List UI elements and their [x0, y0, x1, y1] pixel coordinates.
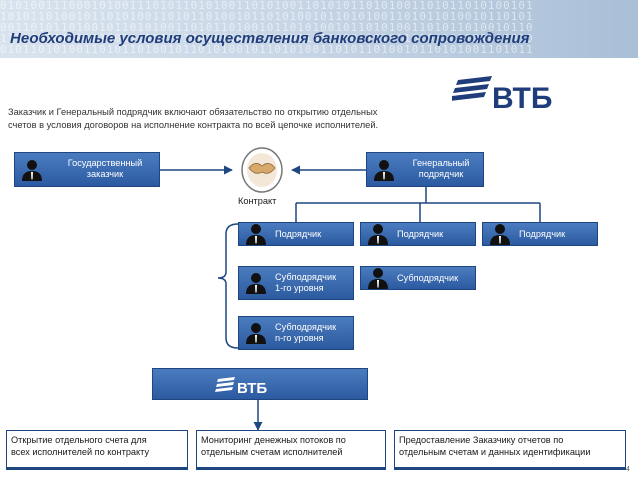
- general-contractor-label-2: подрядчик: [418, 169, 464, 179]
- node-gov-customer: Государственный заказчик: [14, 152, 160, 187]
- contract-label: Контракт: [238, 196, 277, 206]
- node-general-contractor: Генеральный подрядчик: [366, 152, 484, 187]
- person-icon: [22, 159, 42, 181]
- bottom-box-2-line-1: Мониторинг денежных потоков по: [201, 435, 346, 445]
- person-icon: [246, 224, 266, 245]
- bottom-box-3-line-2: отдельным счетам и данных идентификации: [399, 447, 591, 457]
- contractor-1-label: Подрядчик: [275, 229, 322, 239]
- person-icon: [246, 273, 266, 294]
- node-contractor-3: Подрядчик: [482, 222, 598, 246]
- subcontractor-n-label-1: Субподрядчик: [275, 322, 337, 332]
- brace-executors: [217, 223, 239, 349]
- gov-customer-label-1: Государственный: [67, 158, 143, 168]
- binary-background-decoration: 0101001110001010011101011010100110101001…: [0, 0, 534, 56]
- person-icon: [490, 224, 510, 245]
- bottom-box-monitoring: Мониторинг денежных потоков по отдельным…: [196, 430, 386, 470]
- node-contractor-2: Подрядчик: [360, 222, 476, 246]
- person-icon: [368, 224, 388, 245]
- contractor-3-label: Подрядчик: [519, 229, 566, 239]
- header-banner: 0101001110001010011101011010100110101001…: [0, 0, 638, 58]
- handshake-icon: [241, 147, 283, 193]
- page-title: Необходимые условия осуществления банков…: [10, 30, 530, 47]
- bottom-box-1-line-2: всех исполнителей по контракту: [11, 447, 150, 457]
- contractor-2-label: Подрядчик: [397, 229, 444, 239]
- subcontractor-n-label-2: n-го уровня: [275, 333, 324, 343]
- intro-text: Заказчик и Генеральный подрядчик включаю…: [8, 106, 448, 132]
- node-subcontractor-level-1: Субподрядчик 1-го уровня: [238, 266, 354, 300]
- subcontractor-1-label-1: Субподрядчик: [275, 272, 337, 282]
- gov-customer-label-2: заказчик: [86, 169, 124, 179]
- vtb-bank-logo: ВТБ: [215, 377, 267, 397]
- bottom-box-1-line-1: Открытие отдельного счета для: [11, 435, 147, 445]
- node-contractor-1: Подрядчик: [238, 222, 354, 246]
- person-icon: [368, 268, 388, 289]
- subcontractor-2-label: Субподрядчик: [397, 273, 459, 283]
- person-icon: [374, 159, 394, 181]
- vtb-bank-logo-text: ВТБ: [237, 380, 267, 397]
- bottom-box-2-line-2: отдельным счетам исполнителей: [201, 447, 343, 457]
- node-subcontractor-level-n: Субподрядчик n-го уровня: [238, 316, 354, 350]
- person-icon: [246, 323, 266, 344]
- vtb-logo: ВТБ: [452, 76, 552, 115]
- page-number: 4: [626, 466, 630, 473]
- subcontractor-1-label-2: 1-го уровня: [275, 283, 324, 293]
- vtb-logo-text: ВТБ: [492, 82, 552, 115]
- general-contractor-label-1: Генеральный: [412, 158, 470, 168]
- bottom-box-3-line-1: Предоставление Заказчику отчетов по: [399, 435, 564, 445]
- bottom-box-open-account: Открытие отдельного счета для всех испол…: [6, 430, 188, 470]
- intro-line-1: Заказчик и Генеральный подрядчик включаю…: [8, 107, 378, 117]
- node-bank-vtb: ВТБ: [152, 368, 368, 400]
- intro-line-2: счетов в условия договоров на исполнение…: [8, 120, 379, 130]
- node-subcontractor-2: Субподрядчик: [360, 266, 476, 290]
- bottom-box-reports: Предоставление Заказчику отчетов по отде…: [394, 430, 626, 470]
